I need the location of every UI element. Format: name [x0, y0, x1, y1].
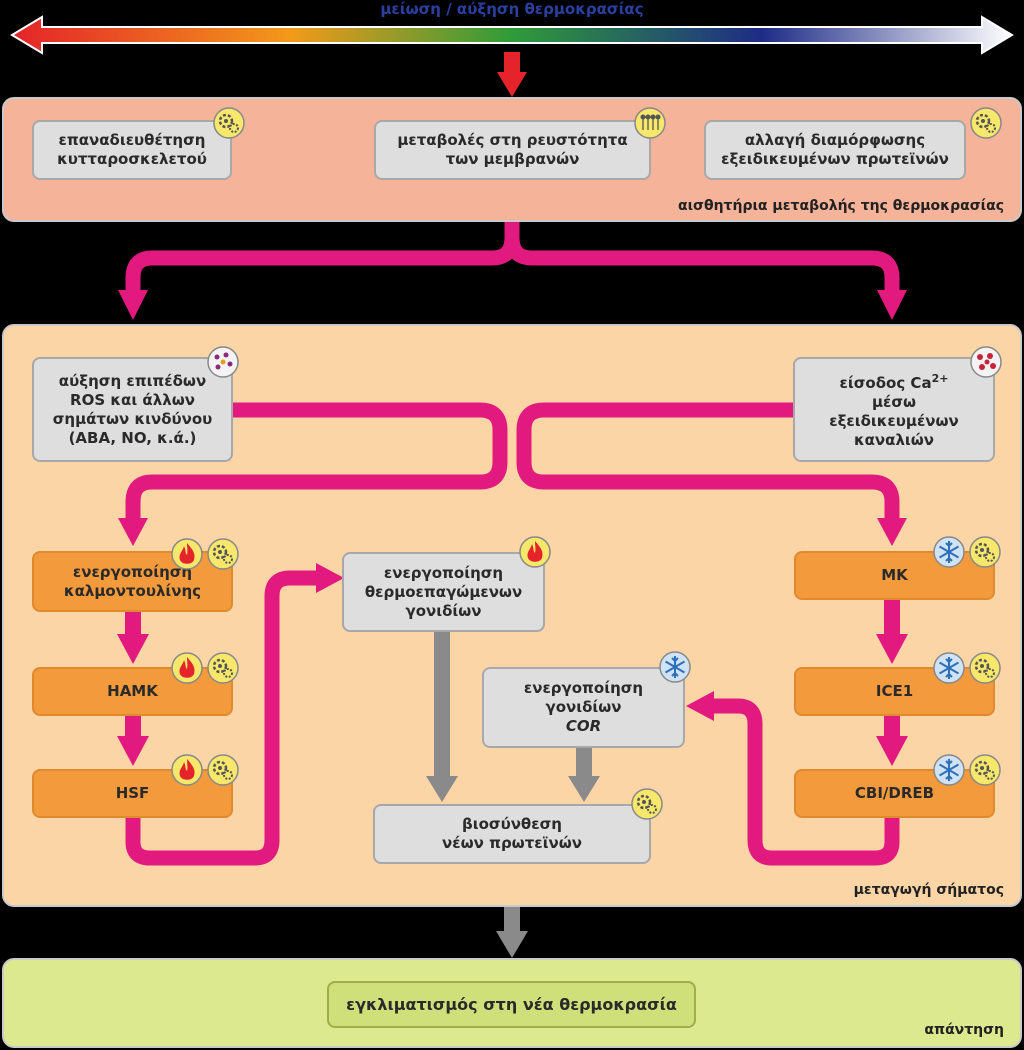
flame-icon — [519, 536, 551, 568]
gear-icon — [970, 107, 1002, 139]
cor-genes-box: ενεργοποίηση γονιδίων COR — [482, 667, 685, 748]
temperature-axis-label: μείωση / αύξηση θερμοκρασίας — [380, 0, 644, 18]
acclimation-box: εγκλιματισμός στη νέα θερμοκρασία — [327, 981, 696, 1028]
flame-icon — [171, 538, 203, 570]
temperature-axis-arrow — [10, 15, 1014, 55]
calcium-entry-box: είσοδος Ca2+ μέσω εξειδικευμένων καναλιώ… — [793, 357, 995, 462]
calmodulin-activation-box: ενεργοποίηση καλμοντουλίνης — [32, 551, 233, 612]
arrow-head-left-top — [118, 290, 148, 320]
gear-icon — [631, 788, 663, 820]
sensor-panel-label: αισθητήρια μεταβολής της θερμοκρασίας — [677, 198, 1004, 214]
cbi-dreb-box: CBI/DREB — [794, 769, 995, 818]
cor-genes-italic: COR — [565, 717, 602, 735]
protein-synthesis-box: βιοσύνθεση νέων πρωτεϊνών — [373, 804, 651, 864]
membrane-icon — [634, 107, 666, 139]
snowflake-icon — [933, 754, 965, 786]
signal-molecules-icon — [207, 346, 239, 378]
cor-genes-text: ενεργοποίηση γονιδίων — [523, 679, 644, 716]
arrow-head-to-mk — [877, 518, 907, 546]
membrane-fluidity-sensor-box: μεταβολές στη ρευστότητα των μεμβρανών — [374, 120, 651, 180]
calcium-entry-rest: μέσω εξειδικευμένων καναλιών — [829, 393, 959, 449]
cold-chain-arrows — [876, 600, 908, 766]
flame-icon — [171, 652, 203, 684]
gear-icon — [207, 538, 239, 570]
hsf-to-thermo-genes-arrow — [125, 563, 344, 866]
calcium-ions-icon — [970, 346, 1002, 378]
response-panel-label: απάντηση — [924, 1022, 1004, 1038]
ros-signal-box: αύξηση επιπέδων ROS και άλλων σημάτων κι… — [32, 357, 233, 462]
gear-icon — [969, 754, 1001, 786]
thermo-genes-box: ενεργοποίηση θερμοεπαγώμενων γονιδίων — [342, 552, 545, 632]
gear-icon — [207, 652, 239, 684]
red-down-arrow — [497, 52, 527, 97]
snowflake-icon — [659, 651, 691, 683]
calcium-charge: 2+ — [931, 372, 949, 385]
gear-icon — [969, 536, 1001, 568]
snowflake-icon — [933, 536, 965, 568]
flame-icon — [171, 754, 203, 786]
heat-chain-arrows — [117, 612, 149, 766]
snowflake-icon — [933, 652, 965, 684]
sensor-split-arrow — [125, 222, 900, 292]
transduction-panel-label: μεταγωγή σήματος — [853, 882, 1004, 898]
arrow-head-right-top — [877, 290, 907, 320]
cytoskeleton-sensor-box: επαναδιευθέτηση κυτταροσκελετού — [32, 120, 232, 180]
gear-icon — [213, 107, 245, 139]
protein-conformation-sensor-box: αλλαγή διαμόρφωσης εξειδικευμένων πρωτεϊ… — [704, 120, 966, 180]
calcium-entry-text: είσοδος Ca — [839, 374, 932, 392]
gear-icon — [207, 754, 239, 786]
grey-arrows — [426, 632, 600, 958]
signal-cross-arrows — [125, 402, 900, 520]
gear-icon — [969, 652, 1001, 684]
arrow-head-to-calmodulin — [118, 518, 148, 546]
cbi-to-cor-genes-arrow — [686, 691, 900, 866]
